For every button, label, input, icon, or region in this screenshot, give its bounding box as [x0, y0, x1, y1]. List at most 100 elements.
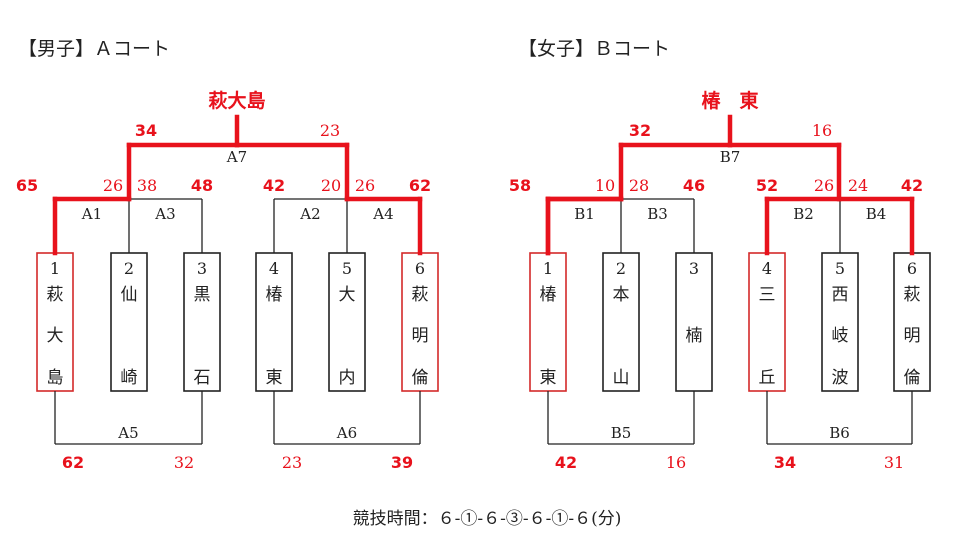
team-name-char: 椿	[540, 285, 557, 305]
score-a6-right: 39	[391, 453, 413, 472]
team-box-b1: 1 椿東	[529, 252, 567, 392]
team-box-b5: 5 西岐波	[821, 252, 859, 392]
team-name-char: 東	[540, 368, 557, 388]
match-code-b7: B7	[720, 148, 741, 166]
team-box-a6: 6 萩明倫	[401, 252, 439, 392]
match-code-b4: B4	[866, 205, 887, 223]
team-name-char: 萩	[412, 285, 429, 305]
team-name-char: 三	[759, 285, 776, 305]
score-a2-right: 20	[321, 176, 341, 195]
team-number: 5	[835, 259, 845, 278]
team-name-char: 波	[832, 368, 849, 388]
match-code-b2: B2	[793, 205, 814, 223]
score-b1: 10	[595, 176, 615, 195]
champion-name: 萩大島	[208, 89, 265, 112]
team-name-char: 丘	[759, 368, 776, 388]
team-number: 3	[689, 259, 699, 278]
score-a5-right: 32	[174, 453, 194, 472]
champion-name: 椿 東	[701, 89, 758, 112]
match-time-note: 競技時間：６-①-６-③-６-①-６(分)	[353, 509, 622, 529]
team-name-char: 石	[194, 368, 211, 388]
match-code-a6: A6	[336, 424, 357, 442]
score-b3-right: 46	[683, 176, 705, 195]
match-code-b3: B3	[647, 205, 668, 223]
match-code-a7: A7	[226, 148, 247, 166]
score-b6-left: 34	[774, 453, 796, 472]
score-a4-right: 62	[409, 176, 431, 195]
team-number: 3	[197, 259, 207, 278]
team-box-a4: 4 椿東	[255, 252, 293, 392]
team-name-char: 黒	[194, 285, 211, 305]
team-name-char: 楠	[686, 326, 703, 346]
team-box-b4: 4 三丘	[748, 252, 786, 392]
team-number: 2	[616, 259, 626, 278]
score-outer-left: 58	[509, 176, 531, 195]
team-name-char: 山	[613, 368, 630, 388]
team-name-char: 明	[412, 326, 429, 346]
score-a4-left: 26	[355, 176, 375, 195]
team-box-b3: 3楠	[675, 252, 713, 392]
team-name-char: 萩	[904, 285, 921, 305]
team-name-char: 崎	[121, 368, 138, 388]
match-code-b1: B1	[574, 205, 595, 223]
team-name-char: 島	[47, 368, 64, 388]
team-name-char: 東	[266, 368, 283, 388]
match-code-b5: B5	[611, 424, 632, 442]
score-a2-left: 42	[263, 176, 285, 195]
team-number: 2	[124, 259, 134, 278]
score-b7-left: 32	[629, 121, 651, 140]
boys-court-title: 【男子】Ａコート	[18, 38, 170, 60]
team-name-char: 倫	[904, 368, 921, 388]
team-box-a3: 3 黒石	[183, 252, 221, 392]
score-b3-left: 28	[629, 176, 649, 195]
team-name-char: 岐	[832, 326, 849, 346]
score-b2-left: 52	[756, 176, 778, 195]
score-b5-right: 16	[666, 453, 686, 472]
score-a7-right: 23	[320, 121, 340, 140]
match-code-a4: A4	[372, 205, 393, 223]
team-name-char: 仙	[121, 285, 138, 305]
team-number: 1	[50, 259, 60, 278]
team-number: 5	[342, 259, 352, 278]
match-code-a2: A2	[299, 205, 320, 223]
match-code-a3: A3	[154, 205, 175, 223]
team-number: 4	[269, 259, 279, 278]
score-a5-left: 62	[62, 453, 84, 472]
score-a1: 26	[103, 176, 123, 195]
team-name-char: 西	[832, 285, 849, 305]
score-b4-right: 42	[901, 176, 923, 195]
team-box-a1: 1 萩大島	[36, 252, 74, 392]
team-box-b2: 2 本山	[602, 252, 640, 392]
team-number: 6	[415, 259, 425, 278]
score-b2-right: 26	[814, 176, 834, 195]
score-a3-left: 38	[137, 176, 157, 195]
team-number: 4	[762, 259, 772, 278]
score-b7-right: 16	[812, 121, 832, 140]
team-name-char: 椿	[266, 285, 283, 305]
score-a6-left: 23	[282, 453, 302, 472]
match-code-b6: B6	[829, 424, 850, 442]
team-box-a2: 2 仙崎	[110, 252, 148, 392]
match-code-a5: A5	[117, 424, 138, 442]
team-name-char: 萩	[47, 285, 64, 305]
score-b5-left: 42	[555, 453, 577, 472]
team-number: 6	[907, 259, 917, 278]
team-name-char: 大	[339, 285, 356, 305]
team-name-char: 大	[47, 326, 64, 346]
score-outer-left: 65	[16, 176, 38, 195]
girls-court-title: 【女子】Ｂコート	[518, 38, 670, 60]
team-name-char: 内	[339, 368, 356, 388]
team-number: 1	[543, 259, 553, 278]
score-b4-left: 24	[848, 176, 868, 195]
match-code-a1: A1	[81, 205, 102, 223]
score-b6-right: 31	[884, 453, 904, 472]
score-a3-right: 48	[191, 176, 213, 195]
score-a7-left: 34	[135, 121, 157, 140]
team-name-char: 倫	[412, 368, 429, 388]
team-box-a5: 5 大内	[328, 252, 366, 392]
team-name-char: 本	[613, 285, 630, 305]
